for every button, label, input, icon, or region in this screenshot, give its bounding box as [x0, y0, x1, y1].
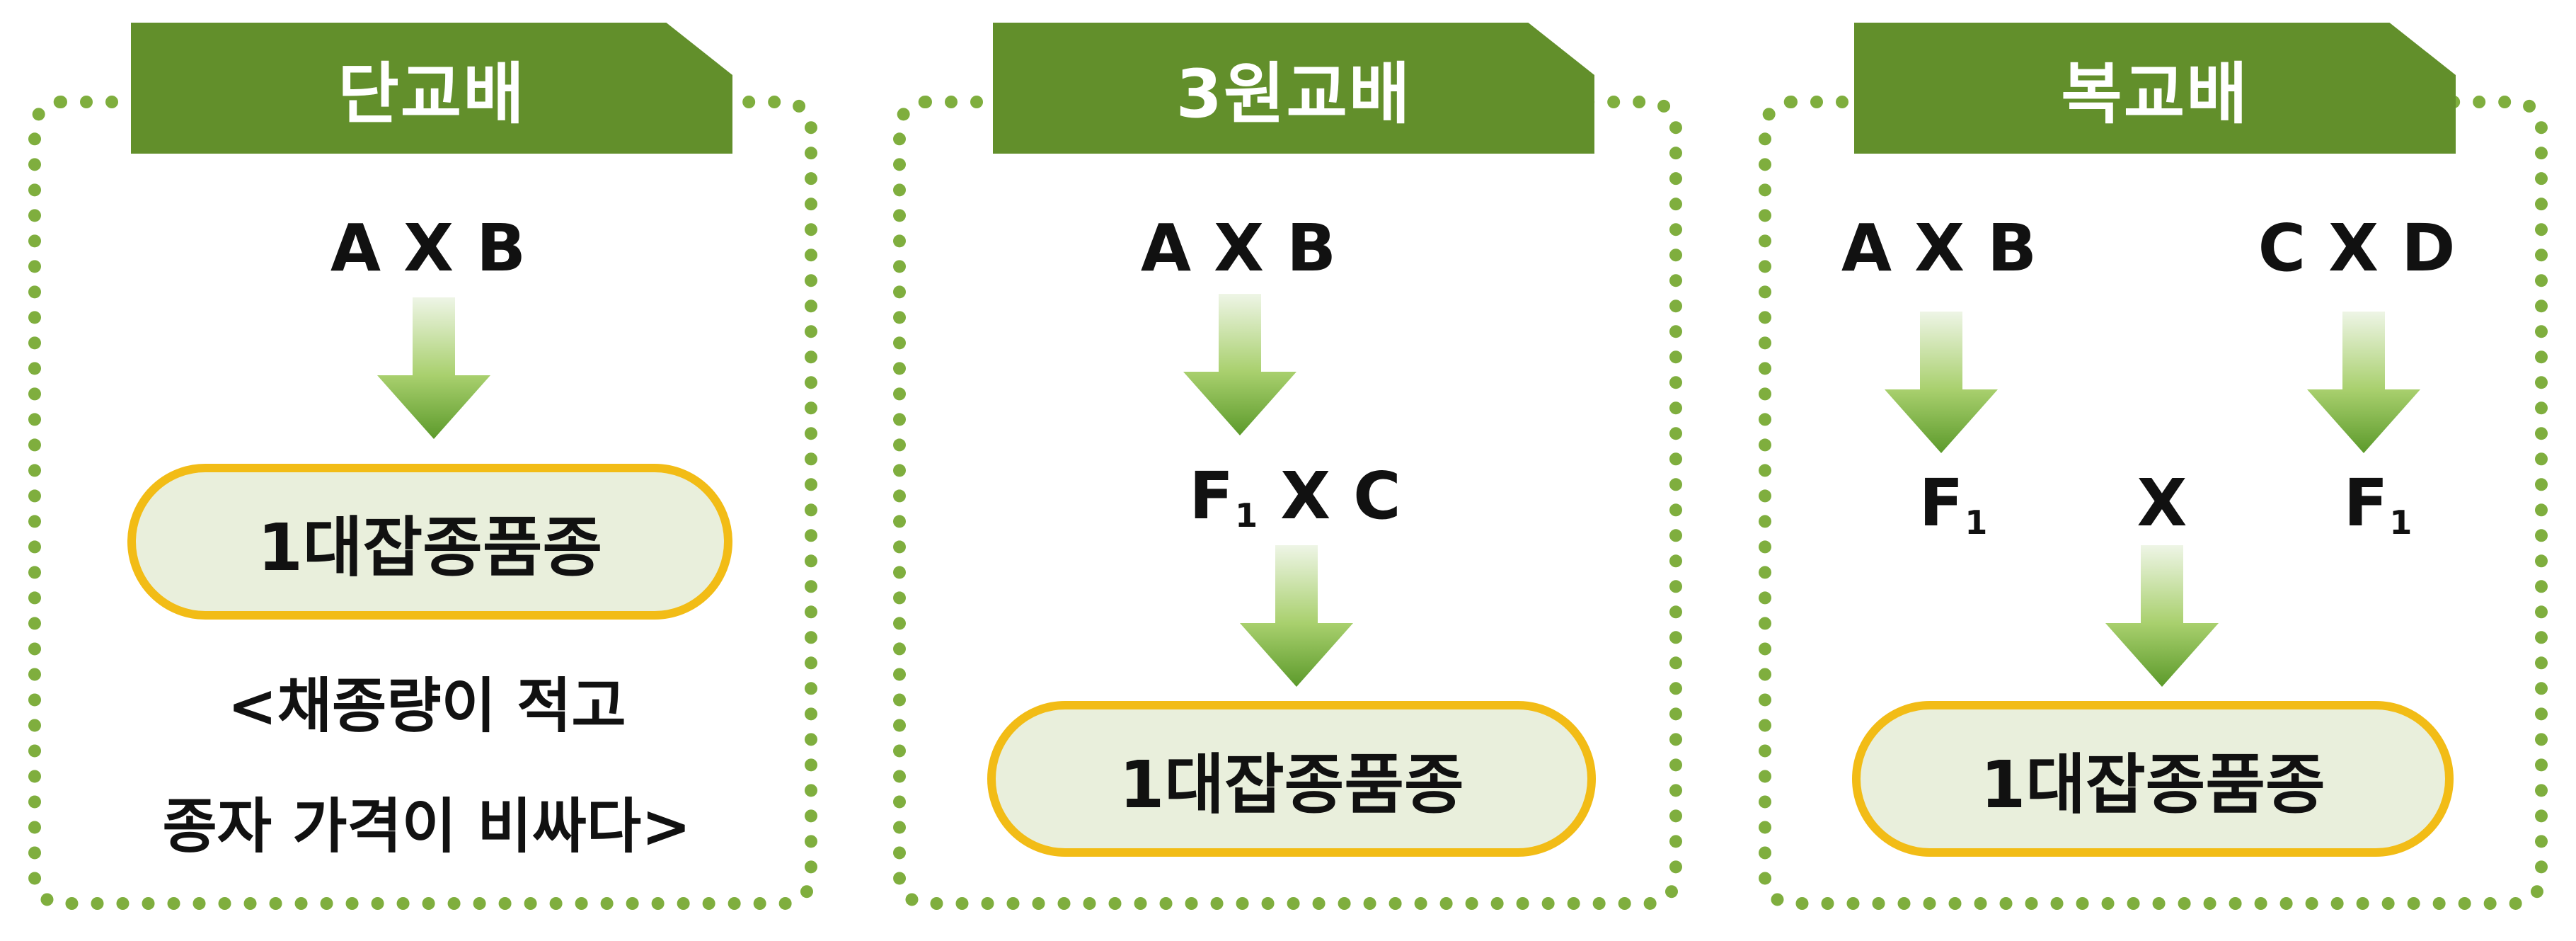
panel-title-text: 복교배 — [2061, 55, 2249, 133]
panel-title-three-way-cross: 3원교배 — [993, 23, 1594, 154]
panel-title-single-cross: 단교배 — [131, 23, 732, 154]
down-arrow-icon — [1240, 545, 1353, 687]
down-arrow-icon — [2307, 312, 2420, 453]
middle-cross-x: X — [2137, 465, 2187, 541]
cross-a-x-b: A X B — [1140, 210, 1337, 286]
f1-subscript: 1 — [1235, 496, 1258, 535]
cross-a-x-b: A X B — [330, 210, 527, 286]
f1-left: F1 — [1919, 471, 1988, 540]
result-text: 1대잡종품종 — [1119, 746, 1464, 823]
f1-subscript: 1 — [2389, 503, 2413, 542]
panel-title-text: 단교배 — [338, 55, 526, 133]
f1-label: F — [2343, 465, 2388, 541]
cross-a-x-b: A X B — [1841, 210, 2037, 286]
panel-title-text: 3원교배 — [1175, 55, 1412, 133]
result-pill-f1-hybrid: 1대잡종품종 — [1852, 701, 2454, 857]
f1-label: F — [1189, 458, 1234, 534]
note-line-2: 종자 가격이 비싸다> — [162, 792, 691, 861]
result-pill-f1-hybrid: 1대잡종품종 — [987, 701, 1596, 857]
result-text: 1대잡종품종 — [257, 509, 603, 586]
cross-c-x-d: C X D — [2258, 210, 2456, 286]
down-arrow-icon — [377, 297, 490, 439]
f1-subscript: 1 — [1965, 503, 1988, 542]
result-pill-f1-hybrid: 1대잡종품종 — [127, 464, 732, 620]
down-arrow-icon — [1183, 294, 1296, 435]
result-text: 1대잡종품종 — [1980, 746, 2325, 823]
panel-title-double-cross: 복교배 — [1854, 23, 2456, 154]
panel-three-way-cross — [893, 96, 1682, 910]
down-arrow-icon — [2105, 545, 2219, 687]
second-cross-text: X C — [1280, 458, 1401, 534]
cross-f1-x-c: F1 X C — [1189, 464, 1401, 532]
down-arrow-icon — [1885, 312, 1998, 453]
note-line-1: <채종량이 적고 — [227, 671, 626, 741]
f1-label: F — [1919, 465, 1964, 541]
f1-right: F1 — [2344, 471, 2413, 540]
